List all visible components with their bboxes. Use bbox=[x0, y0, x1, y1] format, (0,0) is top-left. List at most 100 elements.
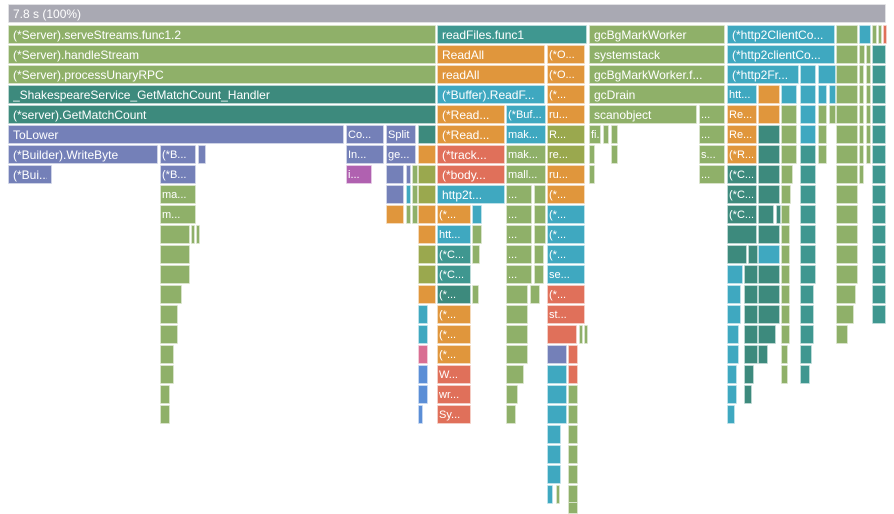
flame-frame-unlabeled[interactable] bbox=[866, 125, 871, 144]
flame-frame-unlabeled[interactable] bbox=[758, 205, 774, 224]
flame-frame-unlabeled[interactable] bbox=[818, 145, 827, 164]
flame-frame[interactable]: (*http2clientCo... bbox=[727, 45, 835, 64]
flame-frame-unlabeled[interactable] bbox=[836, 285, 856, 304]
flame-frame-unlabeled[interactable] bbox=[727, 225, 757, 244]
flame-frame[interactable]: (*... bbox=[437, 205, 471, 224]
flame-frame-unlabeled[interactable] bbox=[506, 305, 528, 324]
flame-frame-unlabeled[interactable] bbox=[818, 65, 836, 84]
flame-frame-unlabeled[interactable] bbox=[800, 365, 810, 384]
flame-frame-unlabeled[interactable] bbox=[859, 25, 871, 44]
flame-frame[interactable]: Re... bbox=[727, 125, 757, 144]
flame-frame-unlabeled[interactable] bbox=[412, 165, 418, 184]
flame-frame[interactable]: se... bbox=[547, 265, 585, 284]
flame-frame-unlabeled[interactable] bbox=[727, 405, 735, 424]
flame-frame-unlabeled[interactable] bbox=[800, 165, 816, 184]
flame-frame-unlabeled[interactable] bbox=[418, 185, 436, 204]
flame-frame-unlabeled[interactable] bbox=[818, 105, 827, 124]
flame-frame[interactable]: (*Read... bbox=[437, 125, 505, 144]
flame-frame-unlabeled[interactable] bbox=[836, 105, 858, 124]
flame-frame[interactable]: (*Buffer).ReadF... bbox=[437, 85, 545, 104]
flame-frame-unlabeled[interactable] bbox=[859, 105, 864, 124]
flame-frame[interactable]: (*http2ClientCo... bbox=[727, 25, 835, 44]
flame-frame-unlabeled[interactable] bbox=[196, 225, 200, 244]
flame-frame-unlabeled[interactable] bbox=[418, 205, 436, 224]
flame-frame[interactable]: (*C... bbox=[437, 265, 471, 284]
flame-frame[interactable]: (*Server).serveStreams.func1.2 bbox=[8, 25, 436, 44]
flame-frame-unlabeled[interactable] bbox=[406, 185, 411, 204]
flame-frame-unlabeled[interactable] bbox=[781, 265, 790, 284]
flame-frame[interactable]: ... bbox=[699, 105, 725, 124]
flame-frame-unlabeled[interactable] bbox=[872, 185, 886, 204]
flame-frame[interactable]: ge... bbox=[386, 145, 416, 164]
flame-frame[interactable]: (*... bbox=[547, 85, 585, 104]
flame-frame-unlabeled[interactable] bbox=[859, 125, 864, 144]
flame-frame-unlabeled[interactable] bbox=[872, 145, 886, 164]
flame-frame-unlabeled[interactable] bbox=[758, 305, 780, 324]
flame-frame-unlabeled[interactable] bbox=[744, 385, 752, 404]
flame-frame[interactable]: (*body... bbox=[437, 165, 505, 184]
flame-frame[interactable]: readFiles.func1 bbox=[437, 25, 587, 44]
flame-frame-unlabeled[interactable] bbox=[776, 205, 781, 224]
flame-frame[interactable]: Split bbox=[386, 125, 416, 144]
flame-frame[interactable]: (*... bbox=[547, 205, 585, 224]
flame-frame-unlabeled[interactable] bbox=[781, 365, 788, 384]
flame-frame-unlabeled[interactable] bbox=[534, 265, 544, 284]
flame-frame-unlabeled[interactable] bbox=[781, 245, 790, 264]
flame-frame[interactable]: mall... bbox=[506, 165, 546, 184]
flame-frame-unlabeled[interactable] bbox=[800, 305, 814, 324]
flame-frame-unlabeled[interactable] bbox=[800, 85, 816, 104]
flame-frame-unlabeled[interactable] bbox=[418, 365, 428, 384]
flame-frame-unlabeled[interactable] bbox=[818, 125, 827, 144]
flame-frame-unlabeled[interactable] bbox=[800, 265, 816, 284]
flame-frame-unlabeled[interactable] bbox=[866, 145, 871, 164]
flame-frame-unlabeled[interactable] bbox=[872, 245, 886, 264]
flame-frame[interactable]: (*... bbox=[547, 225, 585, 244]
flame-frame-unlabeled[interactable] bbox=[781, 325, 790, 344]
flame-frame[interactable]: ru... bbox=[547, 105, 585, 124]
flame-frame-unlabeled[interactable] bbox=[836, 225, 858, 244]
flame-frame-unlabeled[interactable] bbox=[418, 385, 428, 404]
flame-frame-unlabeled[interactable] bbox=[534, 225, 546, 244]
flame-frame-unlabeled[interactable] bbox=[568, 445, 578, 464]
flame-frame-unlabeled[interactable] bbox=[866, 85, 871, 104]
flame-frame-unlabeled[interactable] bbox=[727, 385, 737, 404]
flame-frame-unlabeled[interactable] bbox=[418, 265, 436, 284]
flame-frame[interactable]: Re... bbox=[727, 105, 757, 124]
flame-frame[interactable]: ma... bbox=[160, 185, 196, 204]
flame-frame[interactable]: (*... bbox=[437, 345, 471, 364]
flame-frame-unlabeled[interactable] bbox=[758, 245, 780, 264]
flame-frame[interactable]: ru... bbox=[547, 165, 585, 184]
flame-frame[interactable]: (*Server).handleStream bbox=[8, 45, 436, 64]
flame-frame-unlabeled[interactable] bbox=[386, 165, 404, 184]
flame-frame[interactable]: (*... bbox=[547, 285, 585, 304]
flame-frame-unlabeled[interactable] bbox=[547, 345, 567, 364]
flame-frame-unlabeled[interactable] bbox=[872, 285, 886, 304]
flame-frame-unlabeled[interactable] bbox=[589, 165, 595, 184]
flame-frame-unlabeled[interactable] bbox=[418, 345, 428, 364]
flame-frame-unlabeled[interactable] bbox=[160, 225, 190, 244]
flame-frame-unlabeled[interactable] bbox=[534, 245, 544, 264]
flame-frame-unlabeled[interactable] bbox=[872, 85, 886, 104]
flame-frame-unlabeled[interactable] bbox=[727, 265, 743, 284]
flame-frame-unlabeled[interactable] bbox=[836, 265, 858, 284]
flame-frame[interactable]: m... bbox=[160, 205, 196, 224]
flame-frame-unlabeled[interactable] bbox=[418, 285, 436, 304]
flame-frame-unlabeled[interactable] bbox=[836, 305, 854, 324]
flame-frame-unlabeled[interactable] bbox=[744, 265, 758, 284]
flame-frame-unlabeled[interactable] bbox=[727, 245, 747, 264]
flame-frame-unlabeled[interactable] bbox=[872, 225, 886, 244]
flame-frame-unlabeled[interactable] bbox=[611, 125, 618, 144]
flame-frame-unlabeled[interactable] bbox=[547, 425, 561, 444]
flame-frame[interactable]: (*B... bbox=[160, 145, 196, 164]
flame-frame-unlabeled[interactable] bbox=[859, 145, 864, 164]
flame-frame-unlabeled[interactable] bbox=[506, 365, 524, 384]
flame-frame-unlabeled[interactable] bbox=[556, 485, 560, 504]
flame-frame[interactable]: W... bbox=[437, 365, 471, 384]
flame-frame[interactable]: ReadAll bbox=[437, 45, 545, 64]
flame-frame-unlabeled[interactable] bbox=[872, 105, 886, 124]
flame-frame-unlabeled[interactable] bbox=[872, 305, 886, 324]
flame-frame-unlabeled[interactable] bbox=[878, 25, 882, 44]
flame-frame-unlabeled[interactable] bbox=[160, 285, 182, 304]
flame-frame[interactable]: (*... bbox=[437, 305, 471, 324]
